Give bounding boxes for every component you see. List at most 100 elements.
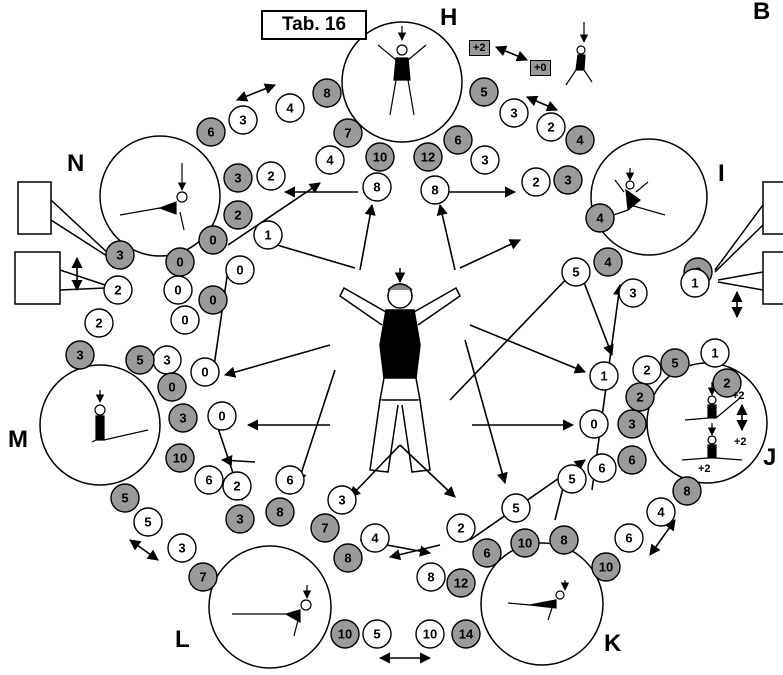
number-bubble-label: 5 [572, 265, 579, 280]
number-bubble-circle [330, 619, 360, 649]
number-bubble: 7 [188, 562, 218, 592]
number-bubble: 6 [617, 445, 647, 475]
number-bubble: 0 [198, 285, 228, 315]
double-arrows [71, 45, 748, 664]
number-bubble: 6 [194, 465, 224, 495]
number-bubble: 2 [223, 200, 253, 230]
number-bubble-label: 6 [286, 473, 293, 488]
number-bubble-circle [646, 497, 676, 527]
number-bubble-circle [712, 368, 742, 398]
number-bubble-label: 7 [321, 521, 328, 536]
label-I: I [718, 160, 725, 187]
number-bubble: 4 [585, 203, 615, 233]
number-bubble: 8 [549, 525, 579, 555]
number-bubble-label: 2 [547, 120, 554, 135]
number-bubble-circle [253, 220, 283, 250]
number-bubble-circle [617, 445, 647, 475]
number-bubble-circle [194, 465, 224, 495]
number-bubble-circle [312, 78, 342, 108]
number-bubble: 7 [333, 118, 363, 148]
number-bubble: 6 [443, 125, 473, 155]
number-bubble-label: 0 [201, 365, 208, 380]
callout-right-1-pointer [714, 204, 764, 273]
number-bubble: 1 [680, 268, 710, 298]
number-bubble-circle [660, 348, 690, 378]
number-bubble: 8 [333, 543, 363, 573]
number-bubble-circle [365, 142, 395, 172]
number-bubble-circle [223, 200, 253, 230]
number-bubble-label: 10 [373, 150, 387, 165]
small-figures [91, 44, 743, 637]
bonus-label: +2 [732, 390, 745, 402]
number-bubble-label: 5 [568, 472, 575, 487]
number-bubble: 4 [315, 145, 345, 175]
number-bubble-label: 10 [173, 451, 187, 466]
number-bubble-label: 1 [600, 369, 607, 384]
number-bubble-circle [618, 278, 648, 308]
number-bubble: 5 [110, 483, 140, 513]
number-bubble-label: 3 [510, 106, 517, 121]
number-bubble-label: 3 [163, 353, 170, 368]
number-bubble-circle [625, 382, 655, 412]
number-bubble: 3 [470, 145, 500, 175]
number-bubble-label: 0 [176, 255, 183, 270]
callout-right-1 [762, 181, 783, 235]
label-L: L [175, 626, 190, 653]
number-bubble-label: 0 [168, 380, 175, 395]
number-bubble-label: 4 [604, 255, 612, 270]
number-bubble-circle [223, 163, 253, 193]
number-bubble: 12 [446, 568, 476, 598]
number-bubble: 6 [275, 465, 305, 495]
number-bubble-label: 2 [457, 521, 464, 536]
number-bubble-label: 1 [711, 346, 718, 361]
number-bubble-circle [168, 403, 198, 433]
number-bubble: 3 [617, 409, 647, 439]
number-bubble: 2 [625, 382, 655, 412]
number-bubble-label: 0 [236, 263, 243, 278]
number-bubble-label: 8 [431, 183, 438, 198]
number-bubble-circle [472, 538, 502, 568]
number-bubble: 0 [579, 409, 609, 439]
number-bubble: 4 [565, 125, 595, 155]
number-bubble: 2 [521, 167, 551, 197]
number-bubble-circle [110, 483, 140, 513]
number-bubble-circle [198, 285, 228, 315]
number-bubble-label: 6 [205, 473, 212, 488]
number-bubble: 1 [253, 220, 283, 250]
number-bubble: 0 [225, 255, 255, 285]
number-bubble: 14 [451, 619, 481, 649]
number-bubble-label: 6 [598, 461, 605, 476]
number-bubble-label: 2 [114, 283, 121, 298]
number-bubble: 3 [152, 345, 182, 375]
number-bubble-circle [443, 125, 473, 155]
number-bubble: 2 [222, 471, 252, 501]
number-bubble: 2 [84, 308, 114, 338]
number-bubble: 2 [632, 355, 662, 385]
number-bubble: 0 [198, 225, 228, 255]
number-bubble-label: 6 [625, 531, 632, 546]
callout-left-1-pointer [50, 199, 111, 259]
number-bubble: 5 [362, 619, 392, 649]
number-bubble: 3 [327, 485, 357, 515]
number-bubble-label: 10 [423, 627, 437, 642]
number-bubble-circle [591, 552, 621, 582]
number-bubble-circle [360, 523, 390, 553]
table-title: Tab. 16 [261, 10, 367, 40]
number-bubble-label: 3 [234, 171, 241, 186]
number-bubble: 1 [700, 338, 730, 368]
number-bubble-label: 0 [174, 283, 181, 298]
number-bubble-label: 10 [338, 627, 352, 642]
number-bubble-label: 3 [628, 417, 635, 432]
number-bubble: 4 [593, 247, 623, 277]
number-bubble-circle [501, 493, 531, 523]
number-bubble: 0 [207, 401, 237, 431]
number-bubble-label: 0 [181, 313, 188, 328]
bonus-badge: +0 [530, 60, 551, 76]
number-bubble: 6 [472, 538, 502, 568]
number-bubble-circle [188, 562, 218, 592]
number-bubble-circle [207, 401, 237, 431]
number-bubble-circle [190, 357, 220, 387]
number-bubble-label: 8 [344, 551, 351, 566]
number-bubble-circle [275, 93, 305, 123]
number-bubble-circle [228, 105, 258, 135]
